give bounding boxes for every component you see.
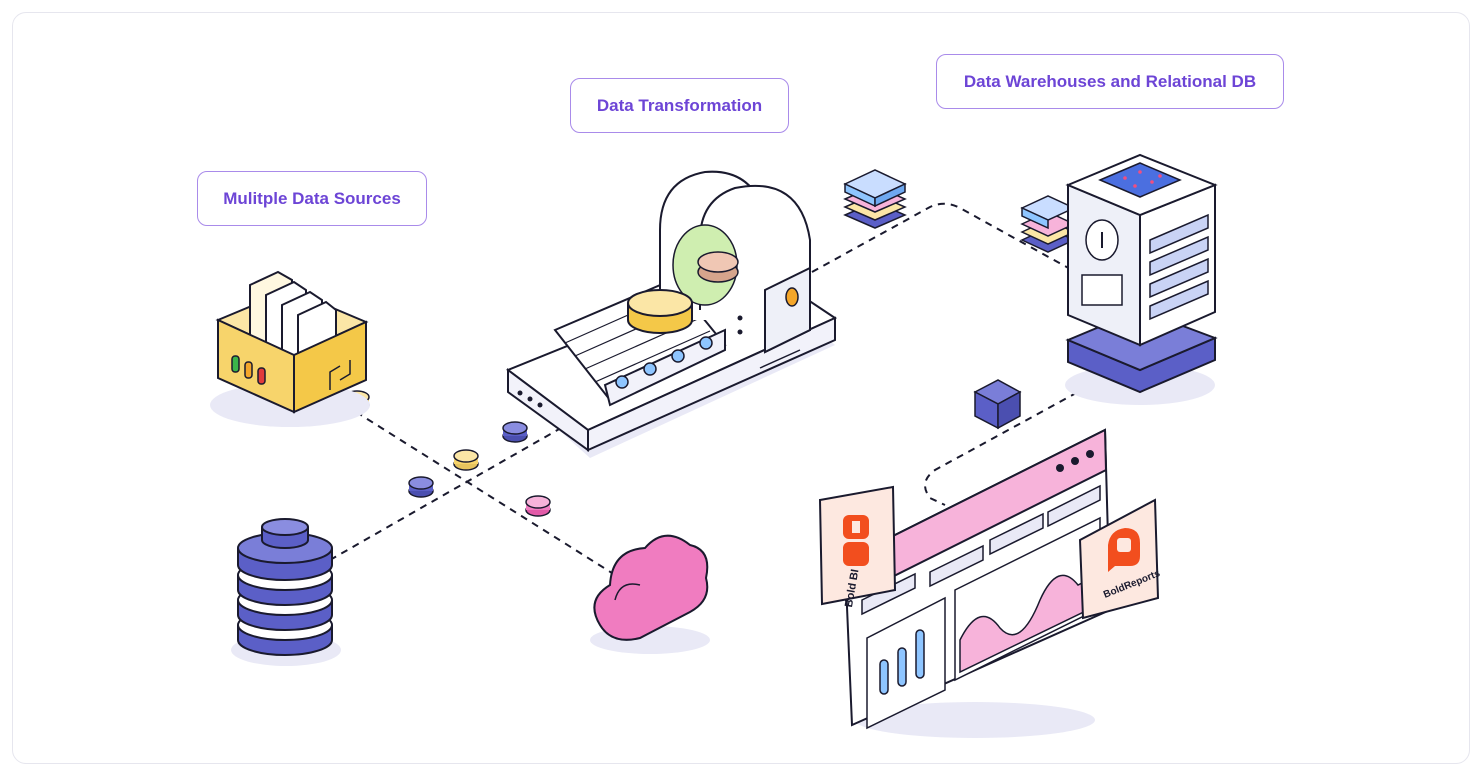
connector-box-to-cloud: [344, 404, 613, 574]
bold-bi-logo-card: Bold BI: [818, 485, 897, 608]
token-indigo-2: [408, 476, 434, 498]
bold-reports-logo-card: BoldReports: [1078, 498, 1162, 620]
connector-lines: [329, 202, 1101, 574]
label-data-transformation: Data Transformation: [570, 78, 789, 133]
token-pink: [525, 495, 551, 517]
label-data-warehouses: Data Warehouses and Relational DB: [936, 54, 1284, 109]
data-tokens: [344, 390, 551, 517]
warehouse-server-icon: [1065, 153, 1218, 405]
connector-transform-to-warehouse: [811, 202, 1073, 273]
connector-warehouse-to-dashboard: [924, 379, 1101, 506]
file-box-icon: [210, 270, 370, 427]
token-yellow-2: [453, 449, 479, 471]
cloud-icon: [590, 534, 710, 654]
connector-db-to-transform: [329, 418, 579, 561]
data-layers-icon-left: [843, 169, 907, 229]
data-layers-icon-right: [1020, 195, 1076, 253]
database-icon: [231, 518, 341, 666]
transformation-machine-icon: [505, 170, 838, 458]
dashboard-icon: [843, 428, 1112, 738]
label-multiple-data-sources: Mulitple Data Sources: [197, 171, 427, 226]
token-indigo-1: [502, 421, 528, 443]
cube-icon: [973, 379, 1022, 430]
